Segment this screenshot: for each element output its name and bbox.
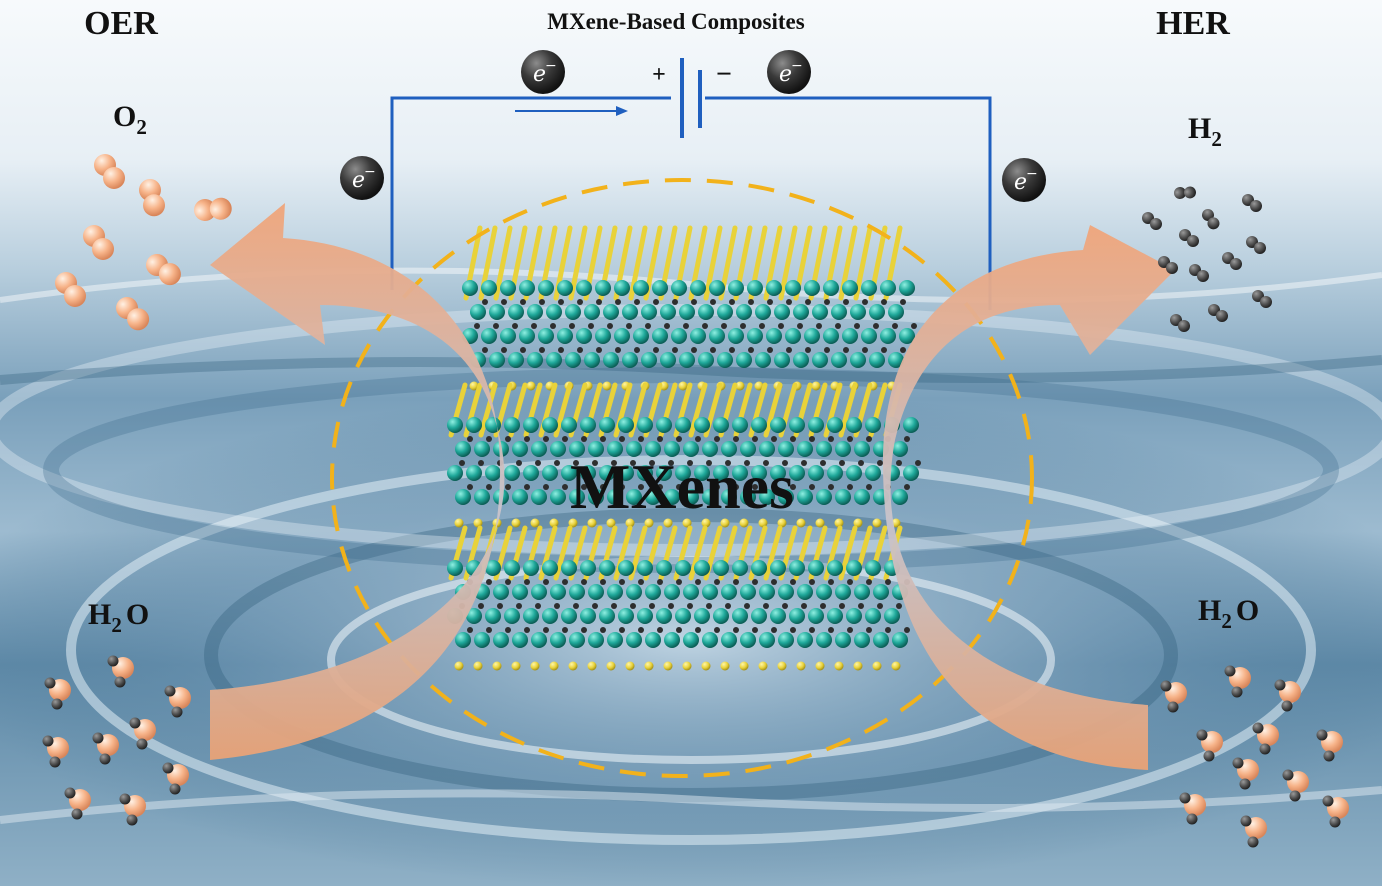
o2-label: O2 — [113, 100, 147, 139]
o2-base: O — [113, 100, 136, 133]
electron-symbol: e — [533, 62, 546, 87]
battery-plus-sign: + — [652, 62, 666, 88]
mxene-layer — [447, 382, 921, 528]
diagram-title: MXene-Based Composites — [547, 9, 804, 34]
electron-charge: − — [545, 58, 557, 74]
h2-label: H2 — [1188, 112, 1222, 151]
electron-icon: e − — [340, 156, 384, 200]
battery-minus-sign: − — [716, 59, 732, 90]
electron-symbol: e — [352, 168, 365, 193]
electron-charge: − — [364, 164, 376, 180]
mxene-layer — [447, 525, 910, 671]
h2o-left-o: O — [126, 598, 149, 631]
mxene-structure-icon — [447, 225, 921, 671]
electron-symbol: e — [1014, 170, 1027, 195]
catalyst-dashed-circle — [330, 178, 1034, 778]
electron-charge: − — [791, 58, 803, 74]
current-direction-arrow — [515, 106, 628, 116]
electron-charge: − — [1026, 166, 1038, 182]
mxene-layer — [462, 225, 917, 391]
h2o-right-o: O — [1236, 594, 1259, 627]
her-curved-arrow — [882, 225, 1175, 770]
electron-icon: e − — [767, 50, 811, 94]
electron-icon: e − — [1002, 158, 1046, 202]
circuit-wire — [390, 96, 992, 310]
h2o-right-h: H — [1198, 594, 1221, 627]
battery-icon — [680, 58, 702, 138]
oer-label: OER — [84, 5, 158, 42]
h2o-left-h: H — [88, 598, 111, 631]
h2o-left-subscript: 2 — [111, 613, 122, 637]
her-label: HER — [1156, 5, 1230, 42]
oer-curved-arrow — [210, 203, 505, 760]
mxenes-label: MXenes — [570, 451, 794, 522]
electron-symbol: e — [779, 62, 792, 87]
h2-base: H — [1188, 112, 1211, 145]
o2-subscript: 2 — [136, 115, 147, 139]
h2o-right-subscript: 2 — [1221, 609, 1232, 633]
electron-icon: e − — [521, 50, 565, 94]
h2-subscript: 2 — [1211, 127, 1222, 151]
